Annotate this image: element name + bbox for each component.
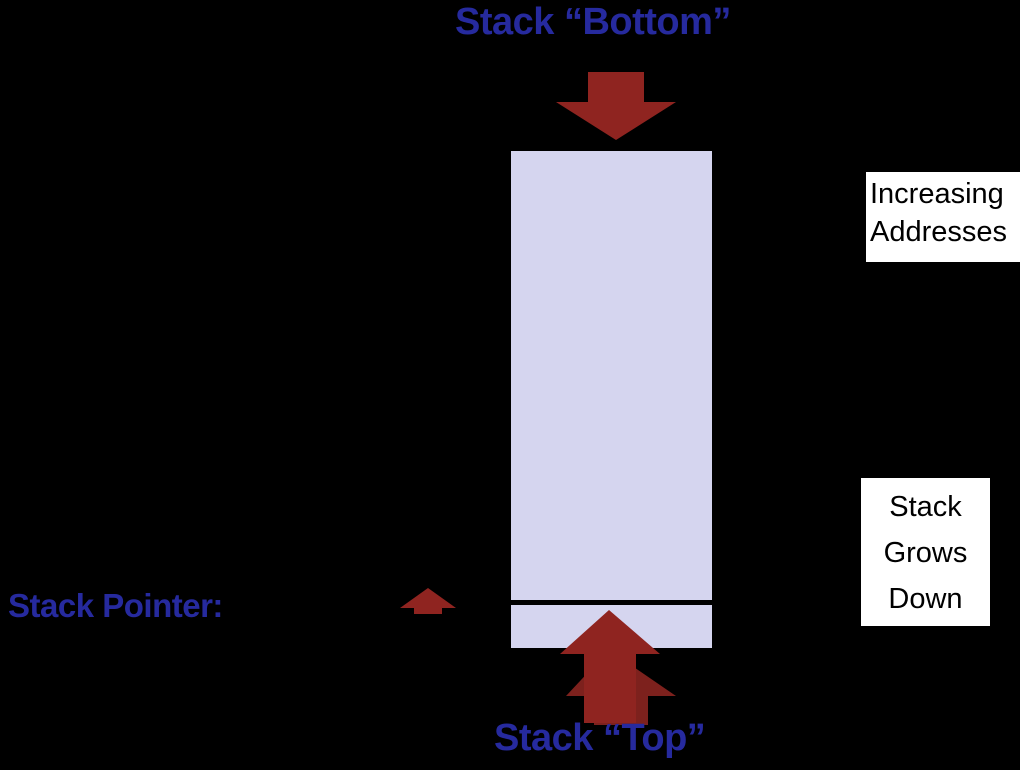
increasing-addresses-line-1: Increasing (870, 178, 1004, 210)
stack-grows-down-note: Stack Grows Down (861, 478, 990, 626)
increasing-addresses-line-2: Addresses (870, 216, 1008, 248)
stack-grows-down-line-3: Down (888, 583, 963, 615)
stack-grows-down-line-1: Stack (889, 491, 962, 523)
increasing-addresses-note: Increasing Addresses (866, 172, 1020, 262)
stack-top-divider (511, 600, 712, 605)
arrow-up-icon (400, 588, 456, 614)
stack-pointer-label: Stack Pointer: (8, 587, 223, 624)
arrow-down-icon (556, 72, 676, 140)
stack-bottom-label: Stack “Bottom” (455, 1, 731, 43)
stack-memory-block (511, 151, 712, 648)
arrow-up-icon (560, 610, 676, 725)
stack-top-label: Stack “Top” (494, 717, 706, 759)
stack-grows-down-line-2: Grows (883, 537, 968, 569)
